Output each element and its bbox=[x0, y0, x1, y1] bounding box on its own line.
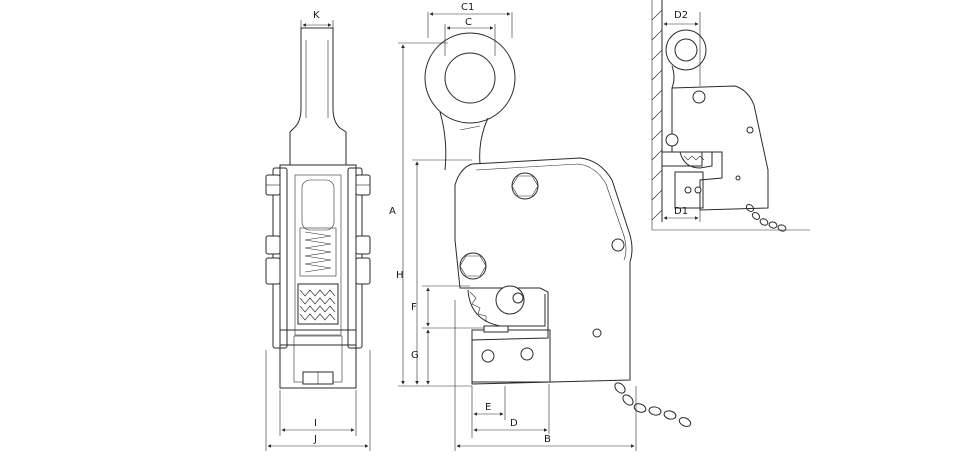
label-J: J bbox=[313, 434, 317, 445]
dim-J: J bbox=[265, 350, 371, 452]
label-C1: C1 bbox=[461, 2, 474, 13]
dim-K: K bbox=[300, 10, 334, 30]
dim-F: F bbox=[411, 285, 484, 329]
label-C: C bbox=[465, 17, 472, 28]
bolt-mid-left bbox=[265, 235, 281, 285]
chain bbox=[614, 382, 692, 427]
dim-B: B bbox=[454, 300, 637, 452]
front-rivet-lower bbox=[592, 328, 602, 338]
label-I: I bbox=[314, 418, 317, 429]
label-D: D bbox=[510, 418, 518, 429]
label-H: H bbox=[396, 270, 404, 281]
wall-hatching bbox=[651, 0, 663, 222]
side-view bbox=[265, 27, 371, 389]
inset-view bbox=[651, 0, 810, 232]
dim-D2: D2 bbox=[663, 10, 701, 86]
inset-chain bbox=[745, 204, 787, 232]
front-rivet-right bbox=[611, 238, 625, 252]
dim-C: C bbox=[444, 17, 496, 56]
dim-D1: D1 bbox=[663, 206, 701, 222]
label-A: A bbox=[389, 206, 396, 217]
dim-I: I bbox=[279, 390, 357, 436]
front-bolt-top bbox=[511, 172, 539, 200]
bolt-upper-left bbox=[265, 174, 281, 196]
label-D1: D1 bbox=[674, 206, 688, 217]
dim-A: A bbox=[389, 42, 472, 387]
dim-E: E bbox=[471, 386, 506, 438]
front-view bbox=[424, 32, 692, 427]
bolt-upper-right bbox=[355, 174, 371, 196]
dim-C1: C1 bbox=[427, 2, 513, 38]
label-D2: D2 bbox=[674, 10, 688, 21]
dim-G: G bbox=[411, 329, 430, 385]
label-K: K bbox=[313, 10, 320, 21]
label-E: E bbox=[485, 402, 491, 413]
cam-serrations bbox=[299, 289, 336, 321]
label-B: B bbox=[544, 434, 551, 445]
bolt-mid-right bbox=[355, 235, 371, 285]
front-bolt-mid bbox=[459, 252, 487, 280]
label-G: G bbox=[411, 350, 419, 361]
dim-H: H bbox=[396, 159, 472, 385]
dim-D: D bbox=[473, 384, 550, 434]
label-F: F bbox=[411, 302, 417, 313]
